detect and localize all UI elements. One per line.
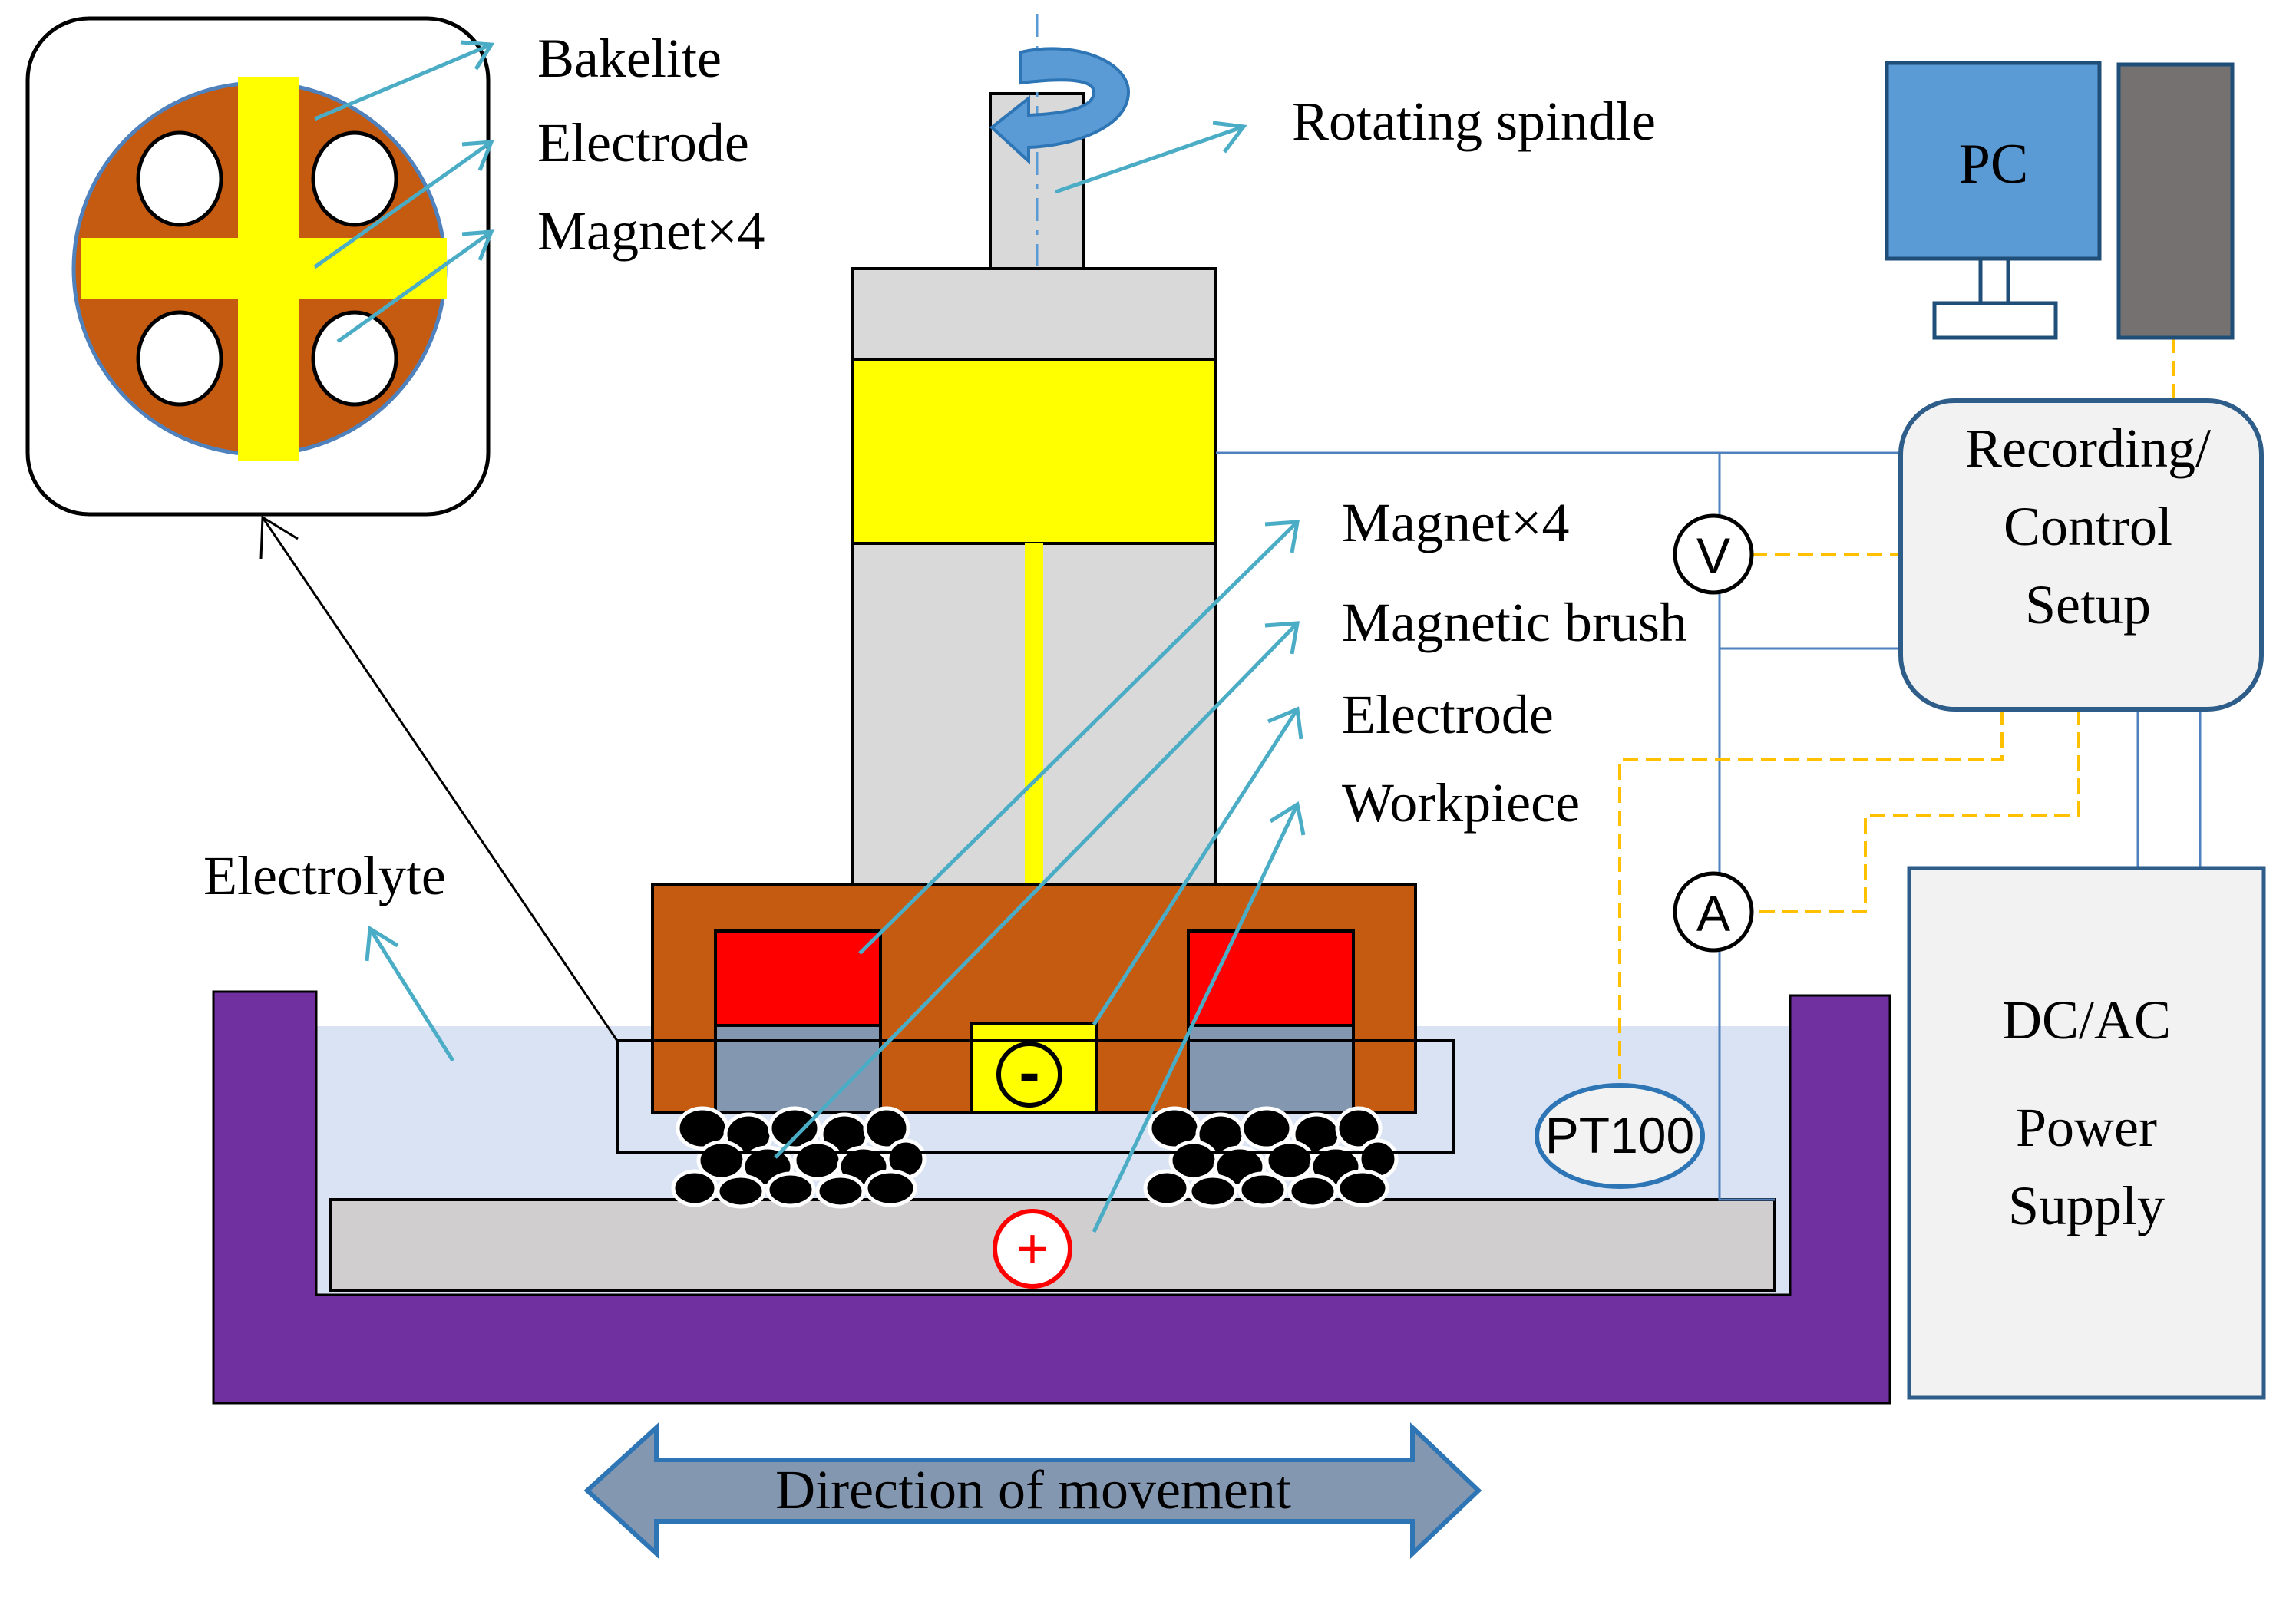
power-supply-line2: Power — [2016, 1097, 2157, 1158]
cathode-symbol — [996, 1042, 1062, 1108]
zoom-callout-arrowhead — [259, 515, 299, 560]
spindle-label-arrowhead — [1212, 121, 1247, 154]
recorder-line2: Control — [2004, 496, 2172, 557]
magnet-right-steel — [1187, 1024, 1355, 1114]
pc-monitor-neck — [1978, 256, 2010, 305]
inset-magnet-hole — [311, 130, 398, 227]
label-magnet: Magnet×4 — [1342, 492, 1570, 553]
zoom-callout-box — [616, 1039, 1455, 1154]
power-supply-line3: Supply — [2008, 1175, 2165, 1236]
direction-label: Direction of movement — [775, 1459, 1291, 1520]
tool-leader-arrows — [774, 520, 1306, 1233]
label-magnetic-brush: Magnetic brush — [1342, 592, 1687, 653]
electrolyte-arrowhead — [365, 925, 399, 962]
magnetic-brush-right — [1143, 1106, 1399, 1209]
spindle-label-arrow — [1055, 124, 1244, 194]
ammeter-symbol: A — [1696, 885, 1730, 942]
inset-electrode-cross-horizontal — [81, 238, 447, 299]
recording-control-box — [1898, 398, 2264, 712]
tank — [212, 990, 1891, 1405]
inset-label-magnet: Magnet×4 — [537, 200, 765, 262]
inset-leader-arrows — [313, 40, 495, 344]
inset-label-bakelite: Bakelite — [537, 28, 722, 89]
pt100-label: PT100 — [1545, 1107, 1694, 1164]
housing-magnet-band — [851, 358, 1217, 545]
inset-magnet-hole — [136, 310, 223, 407]
ammeter — [1673, 871, 1754, 953]
inset-panel — [25, 16, 495, 517]
pc-monitor-base — [1932, 301, 2058, 340]
direction-double-arrow-icon — [583, 1421, 1482, 1560]
rotation-arrow-icon — [989, 47, 1131, 165]
electrolyte-arrow — [368, 927, 455, 1062]
magnetic-brush-left — [671, 1106, 927, 1209]
cathode-sign: - — [1019, 1038, 1039, 1108]
label-workpiece: Workpiece — [1342, 772, 1580, 834]
pt100-sensor — [1535, 1083, 1705, 1189]
spindle-label: Rotating spindle — [1292, 91, 1656, 152]
pc-tower — [2116, 62, 2235, 340]
anode-symbol — [993, 1209, 1072, 1289]
recorder-line1: Recording/ — [1965, 418, 2211, 479]
anode-sign: + — [1016, 1217, 1049, 1280]
recorder-line3: Setup — [2025, 574, 2151, 636]
power-wires — [1216, 451, 2202, 1201]
power-supply-box — [1907, 866, 2266, 1400]
zoom-callout-line — [261, 517, 619, 1042]
voltmeter-symbol: V — [1696, 527, 1730, 584]
signal-wires — [1618, 338, 2175, 1094]
label-electrolyte: Electrolyte — [203, 845, 446, 906]
inset-label-electrode: Electrode — [537, 112, 749, 173]
inset-magnet-hole — [136, 130, 223, 227]
power-supply-line1: DC/AC — [2002, 989, 2171, 1051]
label-electrode: Electrode — [1342, 684, 1554, 745]
magnet-left-steel — [714, 1024, 882, 1114]
voltmeter — [1673, 513, 1754, 595]
magnet-left — [714, 929, 882, 1027]
pc-monitor — [1885, 61, 2102, 261]
pc-label: PC — [1959, 133, 2029, 196]
inset-magnet-hole — [311, 310, 398, 407]
